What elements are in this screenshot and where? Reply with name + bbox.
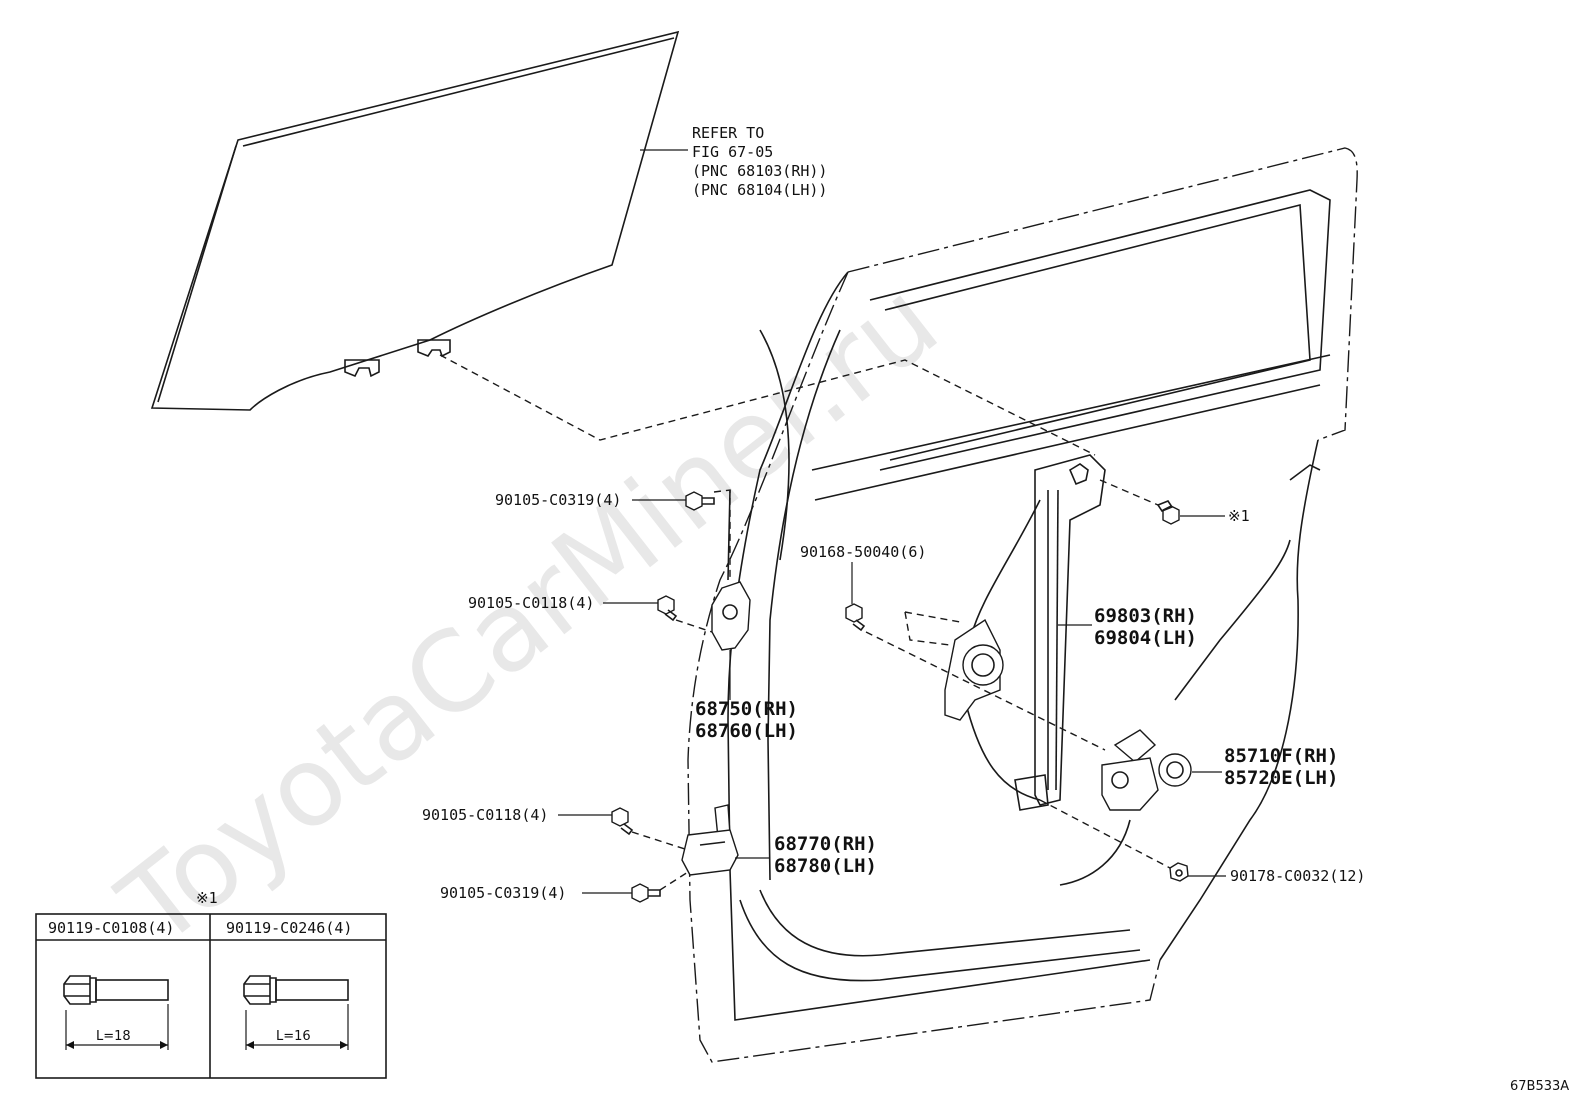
bolt-upper-top-dash [713,489,731,580]
svg-text:REFER TO: REFER TO [692,124,764,142]
bolt-lower-top-label: 90105-C0118(4) [422,806,548,824]
bolt-ref-1 [1156,500,1180,525]
bolt-regulator [845,603,866,632]
detail-part-2: 90119-C0246(4) [226,919,352,937]
nut [1169,862,1189,882]
detail-bolt-1-icon [63,975,169,1050]
upper-hinge-label: 68750(RH) 68760(LH) [695,698,798,742]
regulator-bracket-dash [904,611,951,646]
nut-dash [1039,799,1171,869]
bolt-ref-1-dash [1099,479,1159,506]
svg-text:85710F(RH): 85710F(RH) [1224,745,1338,767]
bolt-upper-side [657,595,678,622]
motor-label: 85710F(RH) 85720E(LH) [1224,745,1338,789]
detail-mark: ※1 [196,889,218,907]
lower-hinge-label: 68770(RH) 68780(LH) [774,833,877,877]
svg-text:(PNC 68104(LH)): (PNC 68104(LH)) [692,181,827,199]
svg-text:68770(RH): 68770(RH) [774,833,877,855]
bolt-lower-bottom-label: 90105-C0319(4) [440,884,566,902]
door-glass [150,30,680,411]
svg-text:FIG 67-05: FIG 67-05 [692,143,773,161]
detail-length-2: L=16 [276,1029,311,1044]
svg-text:68750(RH): 68750(RH) [695,698,798,720]
fastener-detail-table: ※1 90119-C0108(4) 90119-C0246(4) L=18 [35,889,387,1079]
svg-text:69803(RH): 69803(RH) [1094,605,1197,627]
nut-label: 90178-C0032(12) [1230,867,1365,885]
svg-text:(PNC 68103(RH)): (PNC 68103(RH)) [692,162,827,180]
door-outline [687,147,1358,1063]
svg-text:68760(LH): 68760(LH) [695,720,798,742]
figure-code: 67B533A [1510,1079,1569,1094]
ref-mark-label: ※1 [1228,507,1250,525]
regulator-motor [1101,729,1192,811]
glass-to-regulator-line [439,354,1096,456]
detail-length-1: L=18 [96,1029,131,1044]
bolt-lower-top-dash [631,831,689,851]
svg-text:85720E(LH): 85720E(LH) [1224,767,1338,789]
detail-part-1: 90119-C0108(4) [48,919,174,937]
svg-text:68780(LH): 68780(LH) [774,855,877,877]
bolt-lower-top [611,807,634,836]
bolt-upper-top [685,491,715,511]
glass-ref-label: REFER TO FIG 67-05 (PNC 68103(RH)) (PNC … [692,124,827,199]
svg-text:69804(LH): 69804(LH) [1094,627,1197,649]
bolt-regulator-dash [865,631,1106,751]
detail-bolt-2-icon [243,975,349,1050]
upper-hinge [711,489,751,651]
regulator-bracket-dash-2 [904,611,961,623]
bolt-upper-side-label: 90105-C0118(4) [468,594,594,612]
lower-hinge [681,804,739,876]
regulator-label: 69803(RH) 69804(LH) [1094,605,1197,649]
bolt-lower-bottom [631,883,661,903]
bolt-regulator-label: 90168-50040(6) [800,543,926,561]
bolt-lower-bottom-dash [659,871,689,891]
bolt-upper-side-dash [675,619,713,633]
window-regulator [944,454,1106,811]
bolt-upper-top-label: 90105-C0319(4) [495,491,621,509]
